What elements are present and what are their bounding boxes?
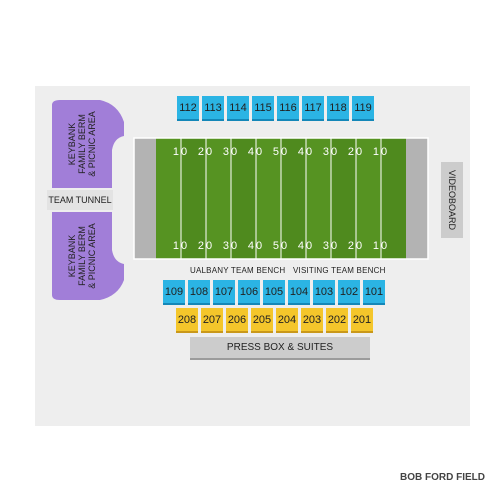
end-zone-right xyxy=(406,138,428,259)
yard-number: 40 xyxy=(298,146,314,158)
section-115[interactable]: 115 xyxy=(252,96,274,121)
section-114[interactable]: 114 xyxy=(227,96,249,121)
section-201[interactable]: 201 xyxy=(351,308,373,333)
section-203[interactable]: 203 xyxy=(301,308,323,333)
yard-number: 20 xyxy=(348,146,364,158)
yard-number: 20 xyxy=(348,240,364,252)
team-tunnel: TEAM TUNNEL xyxy=(47,190,113,210)
field-stripe xyxy=(206,138,231,259)
section-116[interactable]: 116 xyxy=(277,96,299,121)
section-105[interactable]: 105 xyxy=(263,280,285,305)
yard-lines xyxy=(180,138,382,259)
berm-north-label: KEYBANK FAMILY BERM & PICNIC AREA xyxy=(62,84,102,204)
section-207[interactable]: 207 xyxy=(201,308,223,333)
section-117[interactable]: 117 xyxy=(302,96,324,121)
section-106[interactable]: 106 xyxy=(238,280,260,305)
section-206[interactable]: 206 xyxy=(226,308,248,333)
yard-numbers-top: 10 20 30 40 50 40 30 20 10 xyxy=(173,146,389,158)
section-103[interactable]: 103 xyxy=(313,280,335,305)
section-208[interactable]: 208 xyxy=(176,308,198,333)
yard-number: 30 xyxy=(223,146,239,158)
berm-south-label: KEYBANK FAMILY BERM & PICNIC AREA xyxy=(62,196,102,316)
yard-number: 30 xyxy=(323,146,339,158)
yard-number: 10 xyxy=(173,146,189,158)
field-stripe xyxy=(156,138,181,259)
section-119[interactable]: 119 xyxy=(352,96,374,121)
section-109[interactable]: 109 xyxy=(163,280,185,305)
section-101[interactable]: 101 xyxy=(363,280,385,305)
yard-number: 20 xyxy=(198,240,214,252)
berm-south-line1: KEYBANK xyxy=(67,234,77,278)
yard-number: 40 xyxy=(248,146,264,158)
yard-number: 40 xyxy=(248,240,264,252)
home-bench-label: UALBANY TEAM BENCH xyxy=(190,266,286,275)
yard-number: 40 xyxy=(298,240,314,252)
yard-number: 50 xyxy=(273,146,289,158)
videoboard: VIDEOBOARD xyxy=(441,162,463,238)
field-stripe xyxy=(306,138,331,259)
section-102[interactable]: 102 xyxy=(338,280,360,305)
berm-north-line3: & PICNIC AREA xyxy=(87,111,97,177)
berm-north[interactable] xyxy=(52,100,124,188)
yard-number: 30 xyxy=(223,240,239,252)
end-zone-left xyxy=(134,138,156,259)
yard-number: 10 xyxy=(373,146,389,158)
yard-number: 30 xyxy=(323,240,339,252)
yard-number: 50 xyxy=(273,240,289,252)
yard-number: 10 xyxy=(373,240,389,252)
section-108[interactable]: 108 xyxy=(188,280,210,305)
section-118[interactable]: 118 xyxy=(327,96,349,121)
berm-south[interactable] xyxy=(52,212,124,300)
field-stripe xyxy=(356,138,381,259)
berm-south-line2: FAMILY BERM xyxy=(77,226,87,286)
berm-south-line3: & PICNIC AREA xyxy=(87,223,97,289)
section-204[interactable]: 204 xyxy=(276,308,298,333)
yard-numbers-bottom: 10 20 30 40 50 40 30 20 10 xyxy=(173,240,389,252)
venue-name: BOB FORD FIELD xyxy=(400,472,485,483)
section-113[interactable]: 113 xyxy=(202,96,224,121)
section-112[interactable]: 112 xyxy=(177,96,199,121)
yard-number: 20 xyxy=(198,146,214,158)
section-104[interactable]: 104 xyxy=(288,280,310,305)
press-box: PRESS BOX & SUITES xyxy=(190,337,370,360)
visiting-bench-label: VISITING TEAM BENCH xyxy=(293,266,386,275)
berm-north-line1: KEYBANK xyxy=(67,122,77,166)
berm-north-line2: FAMILY BERM xyxy=(77,114,87,174)
section-107[interactable]: 107 xyxy=(213,280,235,305)
section-202[interactable]: 202 xyxy=(326,308,348,333)
field-stripe xyxy=(256,138,281,259)
yard-number: 10 xyxy=(173,240,189,252)
section-205[interactable]: 205 xyxy=(251,308,273,333)
